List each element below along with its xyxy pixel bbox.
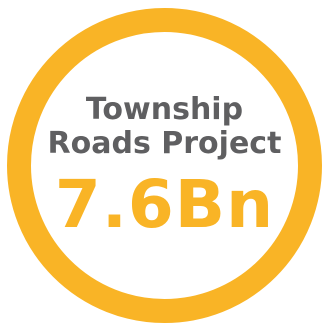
project-value: 7.6Bn — [54, 166, 275, 243]
project-title-line-2: Roads Project — [47, 126, 282, 161]
project-title-line-1: Township — [85, 92, 244, 127]
